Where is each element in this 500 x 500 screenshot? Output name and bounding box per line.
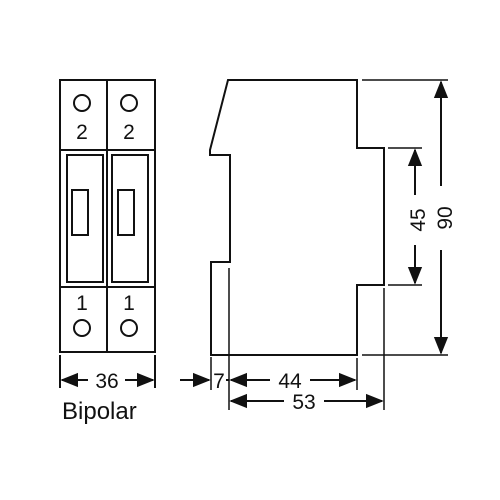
pole-type-caption: Bipolar bbox=[62, 398, 137, 425]
pole-1-window bbox=[66, 154, 104, 283]
depth-extension-lines bbox=[210, 268, 385, 410]
pole-2-top-screw-icon bbox=[120, 94, 138, 112]
width-dimension-label: 36 bbox=[95, 370, 118, 393]
pole-2-toggle bbox=[117, 189, 135, 236]
pole-1-top-terminal-label: 2 bbox=[76, 121, 88, 144]
pole-1-bottom-screw-icon bbox=[73, 319, 91, 337]
side-profile-outline bbox=[209, 79, 385, 356]
rail-height-dimension-label: 45 bbox=[407, 208, 430, 231]
rail-height-dimension bbox=[388, 147, 423, 286]
front-view bbox=[59, 79, 156, 353]
pole-2-window bbox=[111, 154, 149, 283]
pole-1-top-screw-icon bbox=[73, 94, 91, 112]
depth-dimension-label: 44 bbox=[278, 370, 302, 393]
pole-1-toggle bbox=[71, 189, 89, 236]
height-dimension-label: 90 bbox=[434, 206, 457, 229]
total-depth-dimension-label: 53 bbox=[292, 391, 315, 414]
pole-2-bottom-screw-icon bbox=[120, 319, 138, 337]
pole-2-bottom-terminal-label: 1 bbox=[123, 292, 135, 315]
pole-1-bottom-terminal-label: 1 bbox=[76, 292, 88, 315]
width-dimension bbox=[59, 355, 156, 388]
pole-2-top-terminal-label: 2 bbox=[123, 121, 135, 144]
height-dimension bbox=[362, 79, 449, 356]
offset-dimension-label: 7 bbox=[213, 370, 225, 393]
